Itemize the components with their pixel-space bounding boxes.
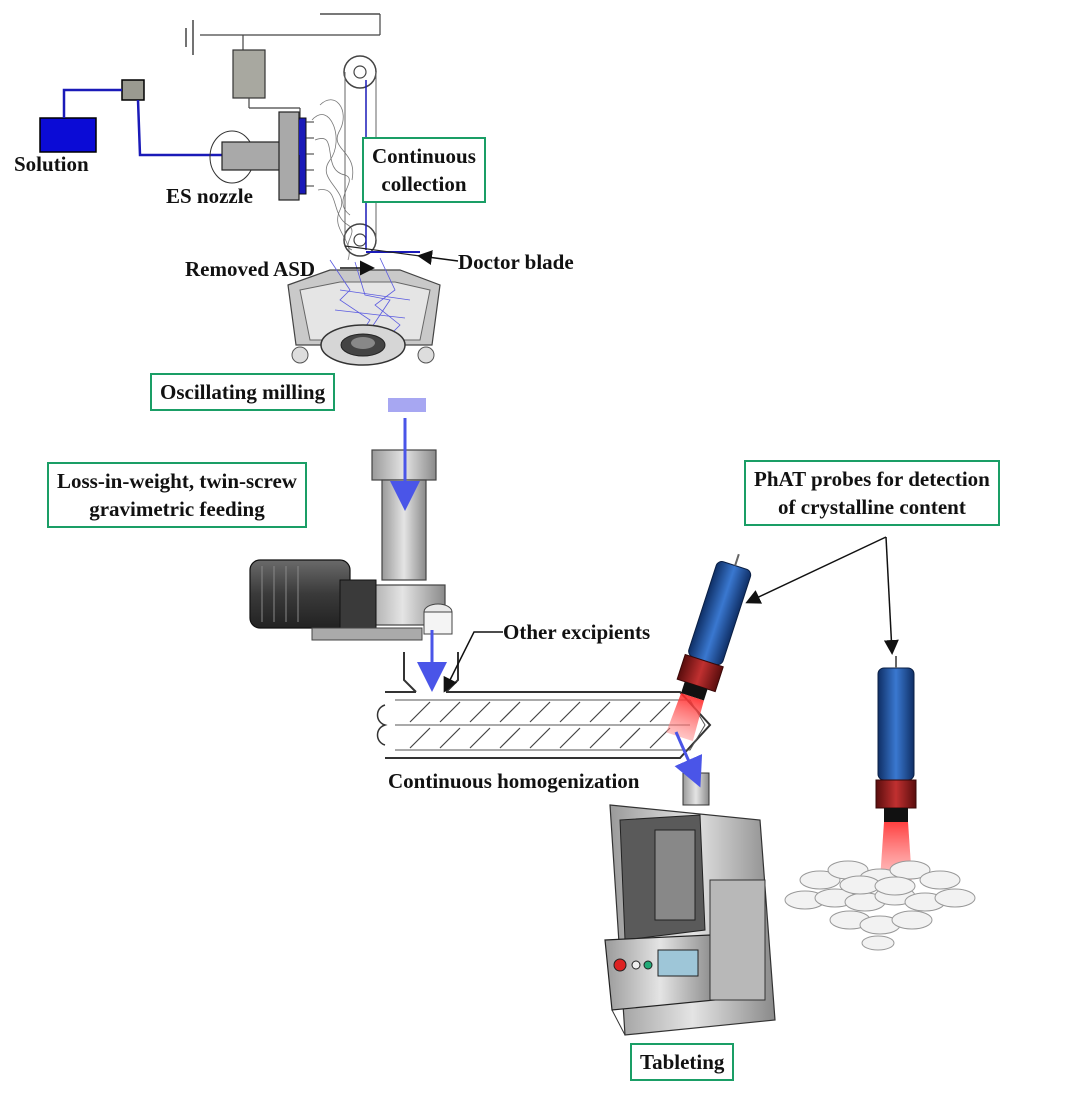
feeding-line-2: gravimetric feeding [89,497,265,521]
probe-arrow-1 [745,536,887,604]
homogenization-label: Continuous homogenization [388,769,640,793]
electrospinning-setup [39,13,421,261]
oscillating-milling-label: Oscillating milling [160,380,326,404]
power-supply [232,49,266,99]
phat-probe-1 [666,553,752,742]
laser-beam [666,693,704,742]
twin-screw-homogenizer [376,652,712,759]
feeding-box: Loss-in-weight, twin-screw gravimetric f… [47,462,307,528]
feeding-line-1: Loss-in-weight, twin-screw [57,469,297,493]
phat-probes-line-1: PhAT probes for detection [754,467,990,491]
tableting-label: Tableting [640,1050,725,1074]
flow-arrows [390,418,703,788]
removed-asd-label: Removed ASD [185,257,316,281]
doctor-blade-arrow [417,250,459,266]
tableting-box: Tableting [630,1043,735,1081]
oscillating-mill [287,257,441,412]
granules [388,398,426,412]
phat-probes-line-2: of crystalline content [778,495,966,519]
doctor-blade-label: Doctor blade [458,250,574,274]
phat-probe-2 [875,656,917,880]
flow-arrow-mixer-to-press [674,731,703,788]
probe-arrow-2 [883,536,899,655]
phat-probes-box: PhAT probes for detection of crystalline… [744,460,1000,526]
es-nozzle-label: ES nozzle [166,184,253,208]
feeder-motor [249,559,351,629]
fiber-jet [311,99,354,261]
pump [121,79,145,101]
continuous-collection-box: Continuous collection [362,137,486,203]
solution-container [39,117,97,153]
pointer-arrows [340,250,899,693]
tablets-pile [784,860,976,951]
other-excipients-label: Other excipients [503,620,651,644]
emergency-stop [613,958,627,972]
continuous-collection-line-2: collection [381,172,467,196]
control-screen [657,949,699,977]
continuous-collection-line-1: Continuous [372,144,476,168]
gravimetric-feeder [249,449,453,641]
other-excipients-arrow [443,631,503,693]
tablet-press [604,772,776,1036]
solution-label: Solution [14,152,89,176]
oscillating-milling-box: Oscillating milling [150,373,336,411]
es-nozzle [209,111,314,201]
